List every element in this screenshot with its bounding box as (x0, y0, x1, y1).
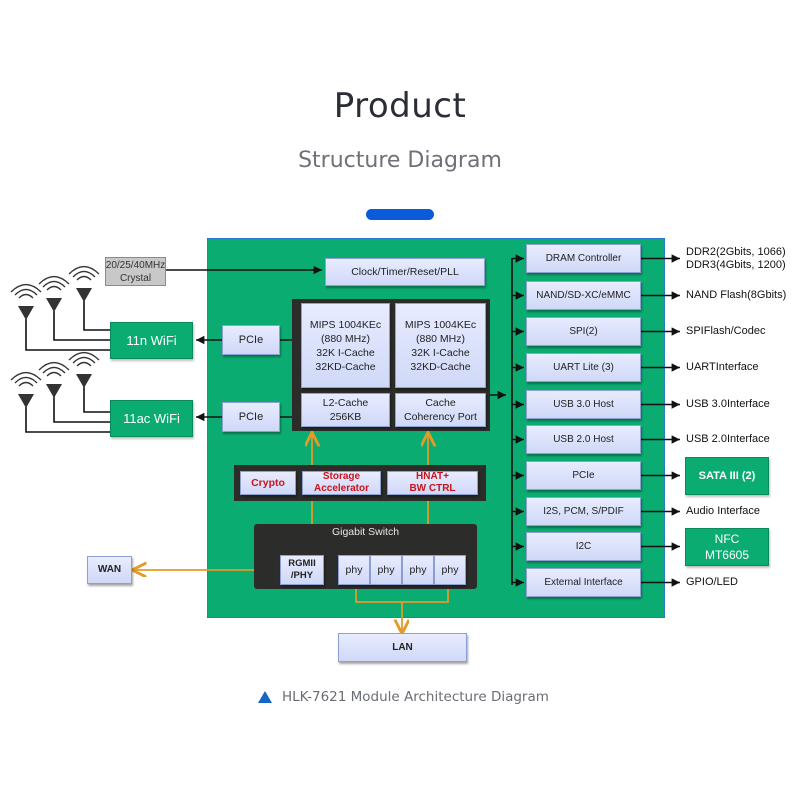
peripheral-target: USB 2.0Interface (686, 432, 770, 445)
phy-port-4: phy (434, 555, 466, 585)
peripheral-block: I2C (526, 532, 641, 561)
peripheral-block: PCIe (526, 461, 641, 490)
peripheral-target: SPIFlash/Codec (686, 324, 766, 337)
wifi-11ac-module: 11ac WiFi (110, 400, 193, 437)
page-title: Product (333, 86, 467, 126)
crystal-block: 20/25/40MHz Crystal (105, 257, 166, 286)
peripheral-target: UARTInterface (686, 360, 759, 373)
l2-cache-block: L2-Cache 256KB (301, 393, 390, 427)
peripheral-block: UART Lite (3) (526, 353, 641, 382)
antenna-icon (10, 283, 42, 320)
phy-port-1: phy (338, 555, 370, 585)
peripheral-block: SPI(2) (526, 317, 641, 346)
wan-block: WAN (87, 556, 132, 584)
wifi-11n-module: 11n WiFi (110, 322, 193, 359)
phy-port-3: phy (402, 555, 434, 585)
antenna-icon (38, 275, 70, 312)
caption-text: HLK-7621 Module Architecture Diagram (282, 689, 549, 705)
lan-block: LAN (338, 633, 467, 662)
cpu-core-2: MIPS 1004KEc (880 MHz) 32K I-Cache 32KD-… (395, 303, 486, 388)
accent-bar (366, 209, 434, 220)
peripheral-target: NAND Flash(8Gbits) (686, 288, 787, 301)
phy-port-2: phy (370, 555, 402, 585)
clock-timer-reset-pll-block: Clock/Timer/Reset/PLL (325, 258, 485, 286)
cpu-core-1: MIPS 1004KEc (880 MHz) 32K I-Cache 32KD-… (301, 303, 390, 388)
antenna-icon (68, 265, 100, 302)
antenna-group-11ac (25, 386, 110, 433)
diagram-caption: HLK-7621 Module Architecture Diagram (258, 689, 549, 705)
antenna-icon (68, 351, 100, 388)
peripheral-target: DDR2(2Gbits, 1066) DDR3(4Gbits, 1200) (686, 245, 786, 271)
crypto-block: Crypto (240, 471, 296, 495)
peripheral-block: DRAM Controller (526, 244, 641, 273)
gigabit-switch-title: Gigabit Switch (331, 526, 400, 538)
rgmii-phy-block: RGMII /PHY (280, 555, 324, 585)
peripheral-target: Audio Interface (686, 504, 760, 517)
peripheral-block: NAND/SD-XC/eMMC (526, 281, 641, 310)
cache-coherency-port-block: Cache Coherency Port (395, 393, 486, 427)
storage-accelerator-block: Storage Accelerator (302, 471, 381, 495)
pcie-bridge-11n: PCIe (222, 325, 280, 355)
peripheral-target: USB 3.0Interface (686, 397, 770, 410)
hnat-bw-ctrl-block: HNAT+ BW CTRL (387, 471, 478, 495)
peripheral-block: USB 2.0 Host (526, 425, 641, 454)
peripheral-target: GPIO/LED (686, 575, 738, 588)
triangle-up-icon (258, 691, 272, 703)
pcie-bridge-11ac: PCIe (222, 402, 280, 432)
page-subtitle: Structure Diagram (298, 148, 502, 173)
peripheral-target: NFC MT6605 (685, 527, 769, 566)
antenna-icon (38, 361, 70, 398)
peripheral-target: SATA III (2) (685, 456, 769, 495)
peripheral-block: I2S, PCM, S/PDIF (526, 497, 641, 526)
peripheral-block: USB 3.0 Host (526, 390, 641, 419)
peripheral-block: External Interface (526, 568, 641, 597)
antenna-group-11n (25, 300, 110, 351)
antenna-icon (10, 371, 42, 408)
